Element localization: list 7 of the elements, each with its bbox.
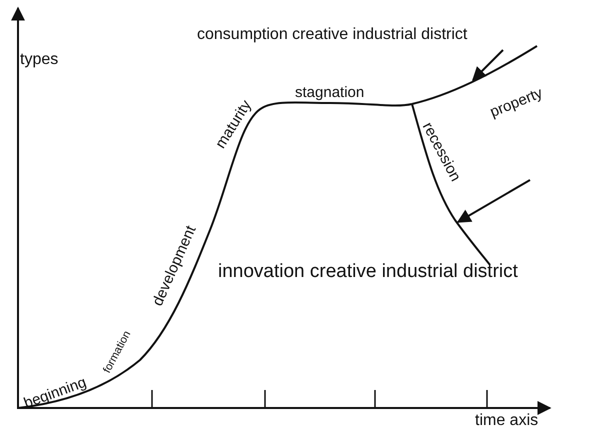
axis-label: time axis bbox=[475, 413, 538, 429]
arrow bbox=[456, 179, 530, 223]
stage-label: stagnation bbox=[295, 85, 364, 100]
arrow bbox=[472, 49, 504, 81]
axis-label: types bbox=[20, 52, 58, 68]
district-label: consumption creative industrial district bbox=[197, 27, 468, 43]
district-label: innovation creative industrial district bbox=[218, 262, 518, 281]
